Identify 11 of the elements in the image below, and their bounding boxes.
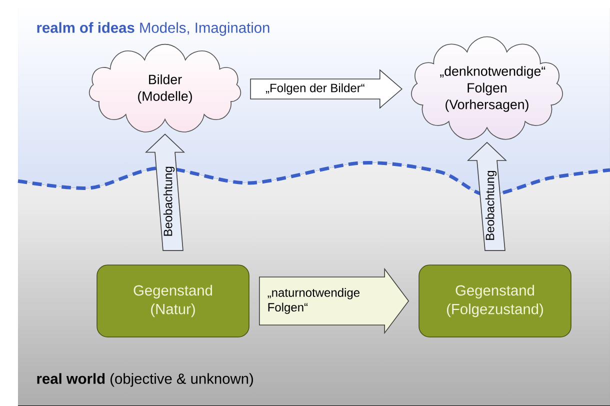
- edge-label: Beobachtung: [485, 170, 497, 240]
- edge-label: Beobachtung: [163, 166, 175, 236]
- process-box: Gegenstand (Natur): [96, 264, 250, 338]
- block-arrow: [145, 134, 185, 251]
- block-arrow: [467, 142, 507, 251]
- block-arrow: [259, 268, 410, 334]
- edge-label: „naturnotwendige Folgen“: [268, 288, 360, 314]
- edge-label: „Folgen der Bilder“: [266, 83, 364, 95]
- region-title: real world (objective & unknown): [37, 373, 253, 387]
- process-box: Gegenstand (Folgezustand): [418, 264, 572, 338]
- block-arrow: [250, 69, 402, 109]
